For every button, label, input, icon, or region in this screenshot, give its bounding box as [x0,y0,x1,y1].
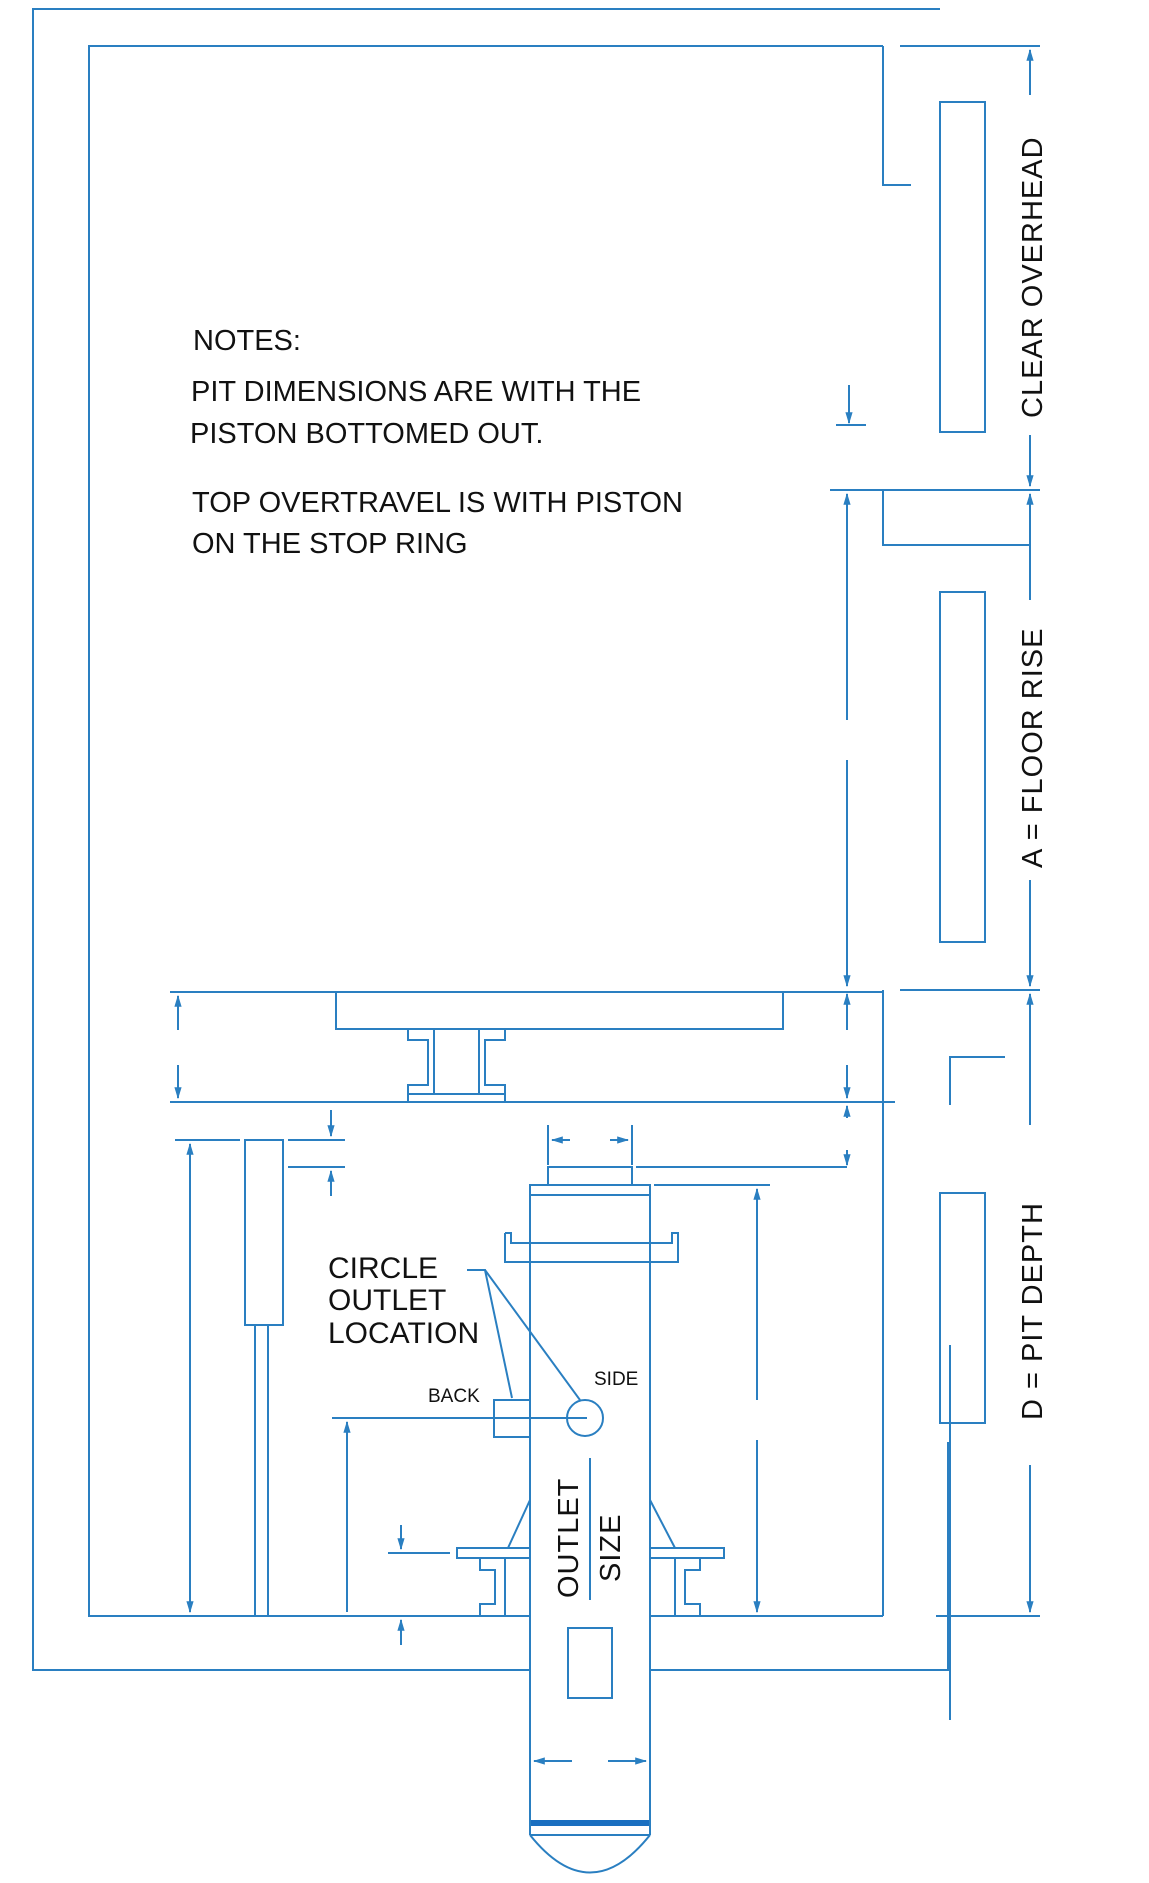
floor-rise-label: A = FLOOR RISE [1017,628,1049,868]
callout-outlet: OUTLET [328,1284,446,1317]
notes-block: NOTES: PIT DIMENSIONS ARE WITH THE PISTO… [190,325,683,560]
piston-cylinder [504,1125,847,1874]
back-label: BACK [428,1386,480,1407]
outlet-size-label-2: SIZE [595,1514,627,1582]
callout-circle: CIRCLE [328,1252,438,1285]
buffer-column [175,1110,345,1616]
lower-door-panel [939,591,986,943]
pit-depth-label: D = PIT DEPTH [1017,1202,1049,1420]
pit-door-panel [939,1192,986,1424]
lower-landing [900,989,1040,1720]
note-line-4: ON THE STOP RING [192,528,468,560]
outlet-size-label-1: OUTLET [553,1478,585,1598]
note-line-3: TOP OVERTRAVEL IS WITH PISTON [192,487,683,519]
upper-door-panel [939,101,986,433]
note-line-2: PISTON BOTTOMED OUT. [190,418,543,450]
hoistway-inner-frame [88,45,1040,1617]
upper-landing [830,489,1040,546]
clear-overhead-label: CLEAR OVERHEAD [1017,136,1049,418]
overtravel-dimension [836,385,866,1167]
callout-location: LOCATION [328,1317,479,1350]
side-label: SIDE [594,1369,638,1390]
jack-support [388,1499,725,1645]
note-line-1: PIT DIMENSIONS ARE WITH THE [191,376,641,408]
hoistway-outer-frame [32,8,949,1671]
notes-heading: NOTES: [193,325,301,357]
outlet-location [332,1269,604,1612]
car-platform [170,991,895,1103]
